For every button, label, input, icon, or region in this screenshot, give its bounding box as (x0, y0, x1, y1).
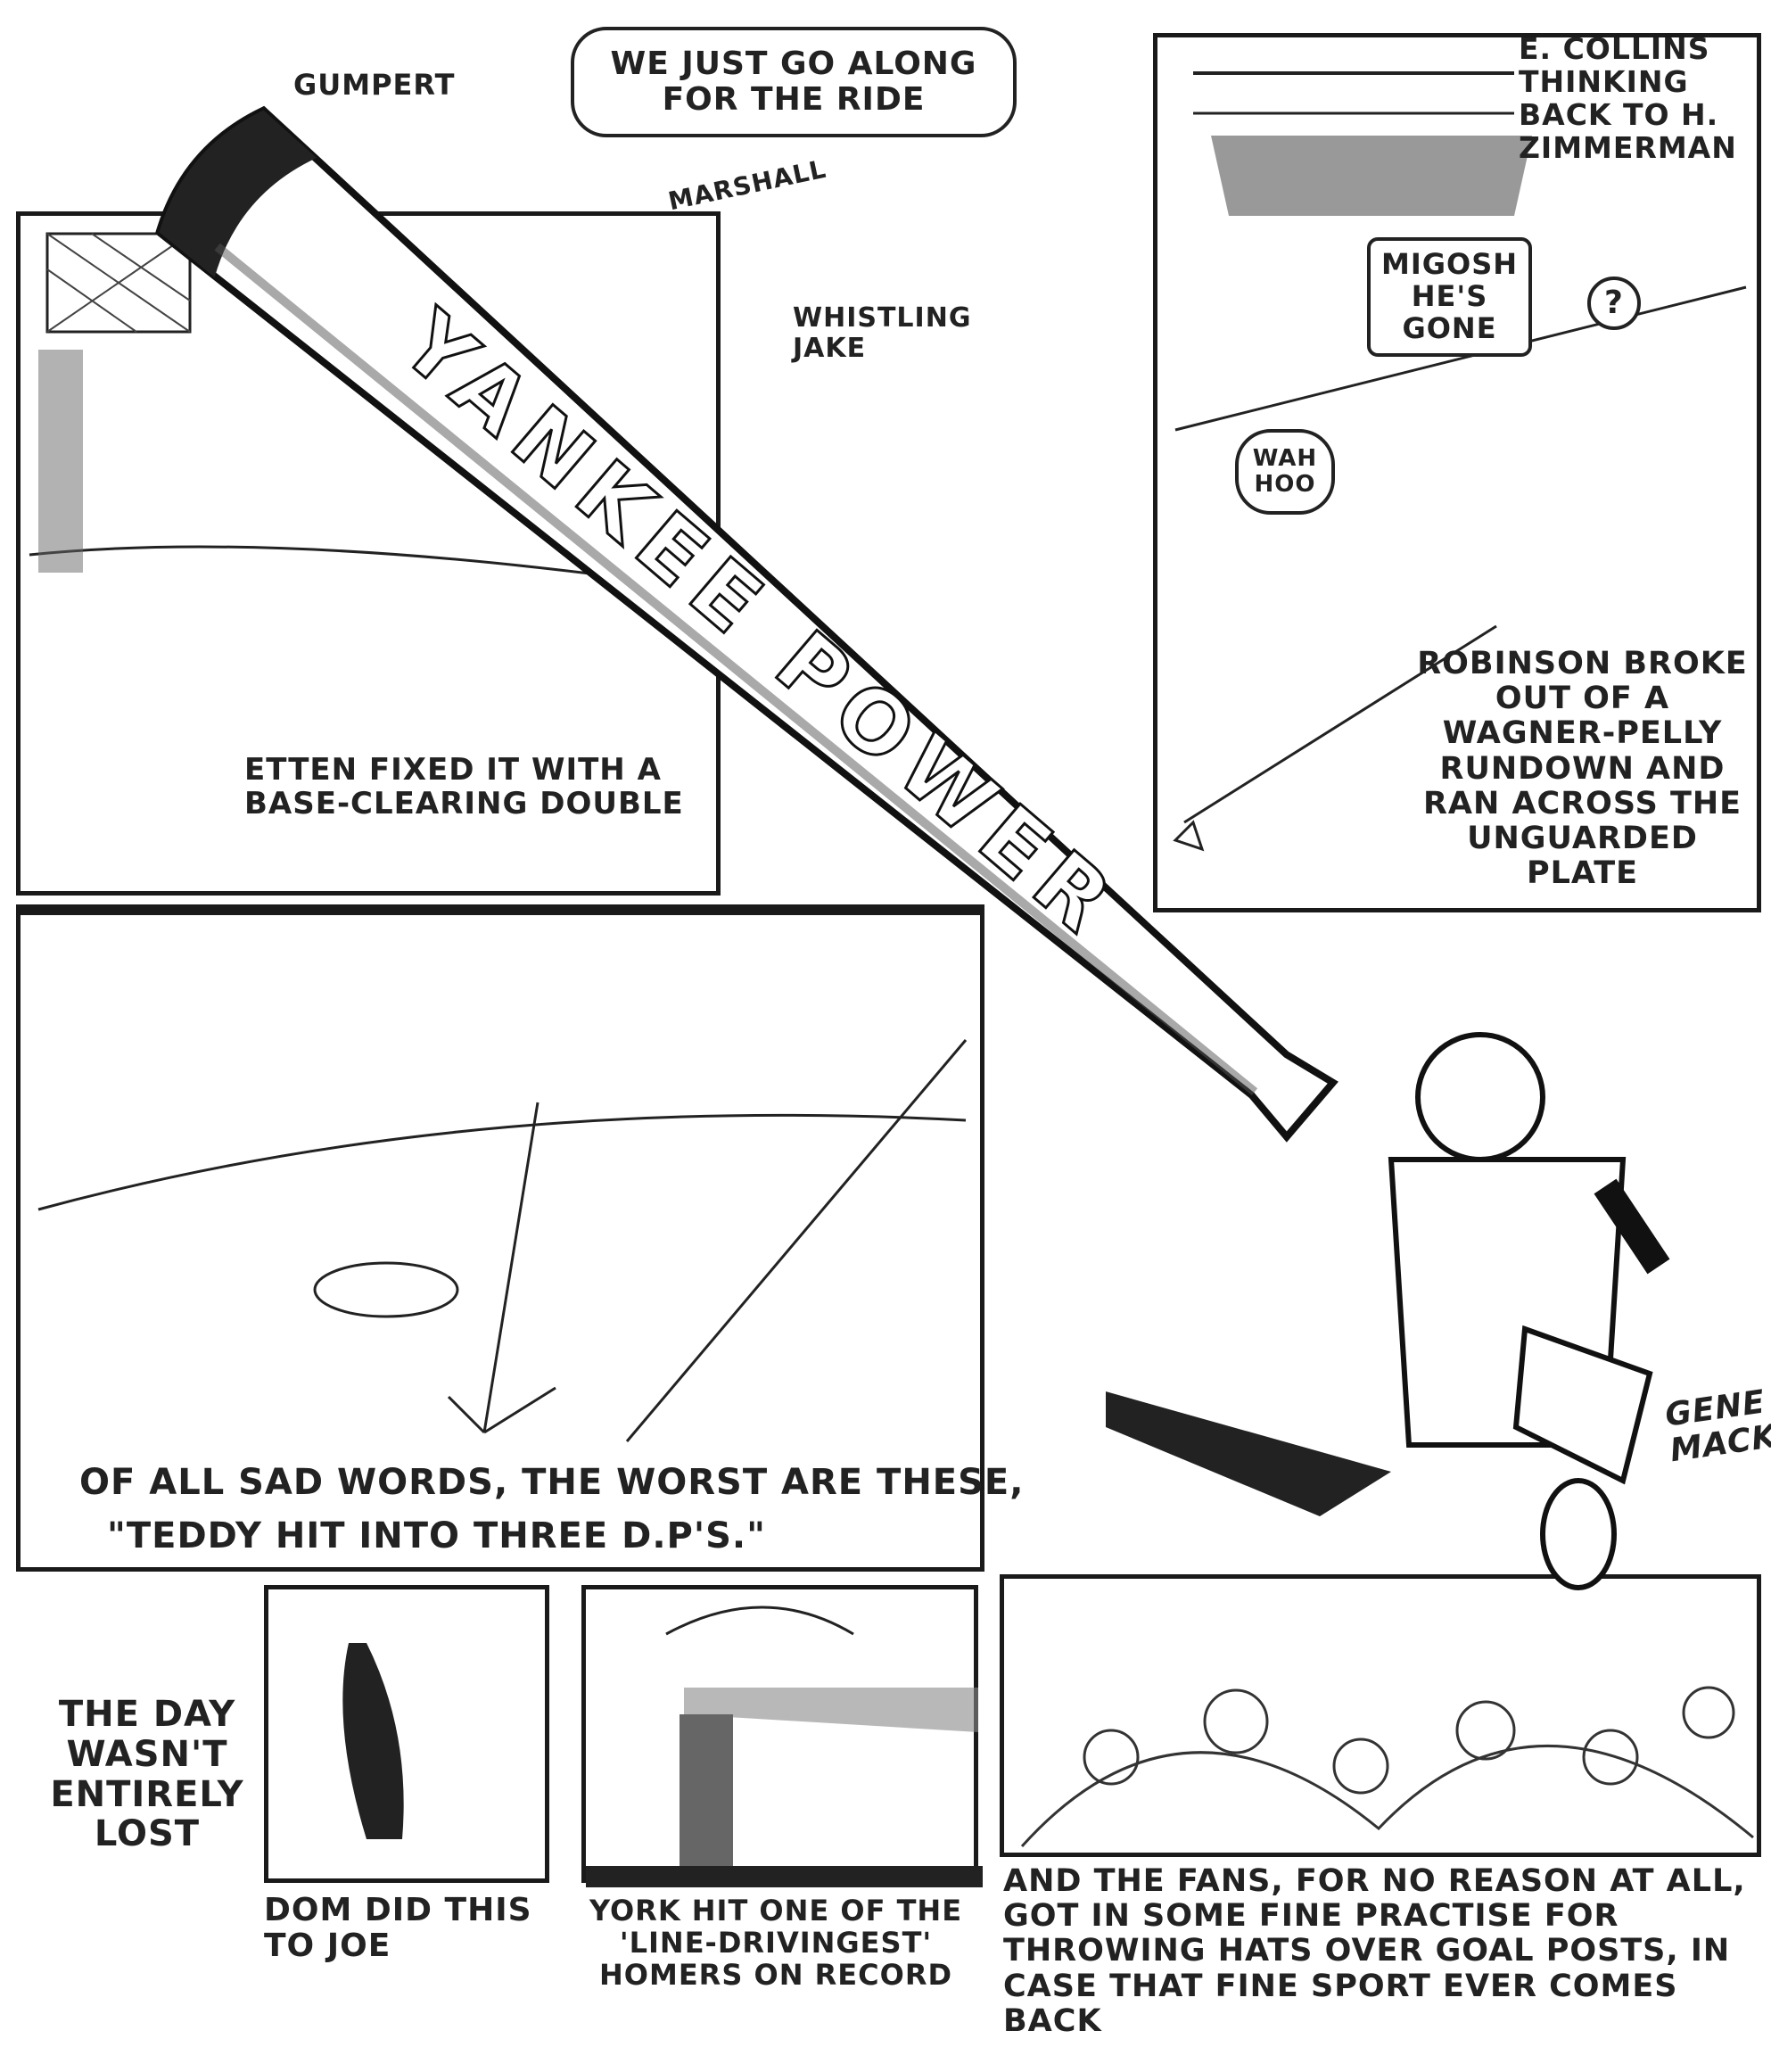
label-marshall: MARSHALL (665, 153, 829, 217)
caption-etten: ETTEN FIXED IT WITH A BASE-CLEARING DOUB… (244, 752, 684, 822)
question-mark: ? (1604, 284, 1624, 321)
speech-bubble-ride: WE JUST GO ALONG FOR THE RIDE (571, 27, 1017, 137)
field-drawing (29, 232, 717, 592)
label-whistling-jake: WHISTLING JAKE (793, 302, 972, 364)
homer-drawing (586, 1606, 983, 1887)
caption-dom: DOM DID THIS TO JOE (264, 1892, 532, 1965)
shout-wah-hoo: WAH HOO (1235, 429, 1335, 515)
artist-signature: GENE MACK (1662, 1383, 1771, 1470)
label-gumpert: GUMPERT (293, 68, 456, 102)
batter-figure (1106, 1032, 1670, 1590)
caption-york: YORK HIT ONE OF THE 'LINE-DRIVINGEST' HO… (589, 1894, 963, 1992)
question-bubble: ? (1587, 277, 1641, 330)
shout-text: WAH HOO (1252, 444, 1318, 498)
panel-dom-catch (264, 1585, 549, 1883)
speech-ride-text: WE JUST GO ALONG FOR THE RIDE (610, 45, 977, 118)
sign-migosh-text: MIGOSH HE'S GONE (1380, 247, 1519, 345)
caption-fans: AND THE FANS, FOR NO REASON AT ALL, GOT … (1003, 1863, 1746, 2039)
note-collins: E. COLLINS THINKING BACK TO H. ZIMMERMAN (1519, 31, 1737, 165)
caption-teddy: "TEDDY HIT INTO THREE D.P's." (107, 1515, 766, 1556)
panel-york-homer (581, 1585, 983, 1887)
caption-robinson: ROBINSON BROKE OUT OF A WAGNER-PELLY RUN… (1417, 646, 1748, 892)
caption-sad-words: OF ALL SAD WORDS, THE WORST ARE THESE, (79, 1462, 1025, 1503)
crowd-drawing (1020, 1686, 1754, 1848)
sign-migosh: MIGOSH HE'S GONE (1367, 237, 1532, 357)
outfielder-drawing (342, 1643, 404, 1839)
panel-fans-hats (1000, 1574, 1761, 1857)
caption-day-not-lost: THE DAY WASN'T ENTIRELY LOST (50, 1694, 244, 1855)
